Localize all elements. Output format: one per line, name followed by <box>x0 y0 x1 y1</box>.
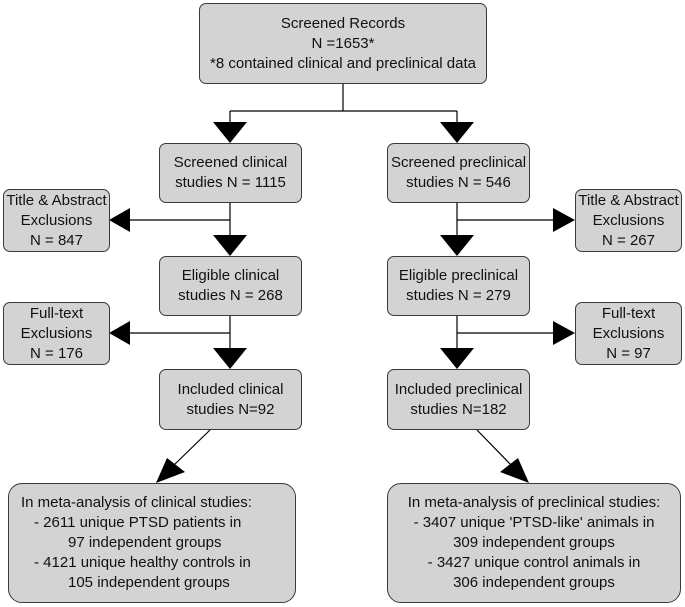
ta-excl-preclinical-line-1: Title & Abstract <box>578 191 679 209</box>
ta-excl-clinical-line-3: N = 847 <box>30 231 83 249</box>
fulltext-exclusions-clinical-box: Full-text Exclusions N = 176 <box>3 302 110 365</box>
meta-clinical-line-3: 97 independent groups <box>68 534 222 551</box>
meta-analysis-preclinical-box: In meta-analysis of preclinical studies:… <box>387 483 681 603</box>
arrowhead-screened-clinical <box>213 122 247 143</box>
screened-records-title: Screened Records <box>280 14 406 32</box>
ft-excl-preclinical-line-1: Full-text <box>601 304 656 322</box>
connector-clinical-3 <box>172 429 211 467</box>
meta-preclinical-line-2: - 3407 unique 'PTSD-like' animals in <box>413 514 655 531</box>
meta-clinical-line-4: - 4121 unique healthy controls in <box>34 554 251 571</box>
meta-clinical-line-1: In meta-analysis of clinical studies: <box>21 494 252 511</box>
included-preclinical-line-2: studies N=182 <box>410 400 507 418</box>
fulltext-exclusions-preclinical-box: Full-text Exclusions N = 97 <box>575 302 682 365</box>
arrowhead-fulltext-exclusions-clinical <box>109 321 130 345</box>
arrowhead-title-abstract-exclusions-preclinical <box>553 208 575 232</box>
arrowhead-meta-preclinical <box>500 458 529 483</box>
eligible-preclinical-box: Eligible preclinical studies N = 279 <box>387 256 530 316</box>
ft-excl-preclinical-line-2: Exclusions <box>592 324 665 342</box>
ta-excl-clinical-line-1: Title & Abstract <box>6 191 107 209</box>
title-abstract-exclusions-preclinical-box: Title & Abstract Exclusions N = 267 <box>575 189 682 252</box>
screened-records-note: *8 contained clinical and preclinical da… <box>209 54 476 72</box>
screened-clinical-line-1: Screened clinical <box>173 154 288 171</box>
screened-preclinical-box: Screened preclinical studies N = 546 <box>387 143 530 203</box>
screened-clinical-box: Screened clinical studies N = 1115 <box>159 143 302 203</box>
included-clinical-box: Included clinical studies N=92 <box>159 369 302 430</box>
meta-preclinical-line-4: - 3427 unique control animals in <box>427 554 641 571</box>
included-clinical-line-2: studies N=92 <box>186 400 275 418</box>
meta-preclinical-line-5: 306 independent groups <box>453 574 615 591</box>
arrowhead-eligible-clinical <box>213 235 247 256</box>
arrowhead-included-clinical <box>213 348 247 369</box>
ft-excl-preclinical-line-3: N = 97 <box>606 344 651 362</box>
meta-preclinical-line-1: In meta-analysis of preclinical studies: <box>407 494 661 511</box>
ft-excl-clinical-line-3: N = 176 <box>30 344 83 362</box>
ta-excl-clinical-line-2: Exclusions <box>20 211 93 229</box>
eligible-clinical-line-1: Eligible clinical <box>181 267 280 284</box>
title-abstract-exclusions-clinical-box: Title & Abstract Exclusions N = 847 <box>3 189 110 252</box>
screened-preclinical-line-2: studies N = 546 <box>406 174 511 191</box>
arrowhead-screened-preclinical <box>440 122 474 143</box>
ta-excl-preclinical-line-2: Exclusions <box>592 211 665 229</box>
eligible-clinical-line-2: studies N = 268 <box>178 287 283 304</box>
arrowhead-meta-clinical <box>156 458 185 483</box>
ft-excl-clinical-line-1: Full-text <box>29 304 84 322</box>
screened-records-count: N =1653* <box>311 34 375 52</box>
screened-preclinical-line-1: Screened preclinical <box>390 154 527 171</box>
included-preclinical-box: Included preclinical studies N=182 <box>387 369 530 430</box>
meta-clinical-line-2: - 2611 unique PTSD patients in <box>34 514 242 531</box>
eligible-preclinical-line-2: studies N = 279 <box>406 287 511 304</box>
screened-records-box: Screened Records N =1653* *8 contained c… <box>199 3 487 84</box>
connector-preclinical-3 <box>476 429 513 467</box>
arrowhead-fulltext-exclusions-preclinical <box>553 321 575 345</box>
ft-excl-clinical-line-2: Exclusions <box>20 324 93 342</box>
meta-preclinical-line-3: 309 independent groups <box>453 534 615 551</box>
meta-analysis-clinical-box: In meta-analysis of clinical studies: - … <box>8 483 296 603</box>
included-clinical-line-1: Included clinical <box>177 380 284 398</box>
screened-clinical-line-2: studies N = 1115 <box>175 174 286 191</box>
included-preclinical-line-1: Included preclinical <box>394 380 523 398</box>
ta-excl-preclinical-line-3: N = 267 <box>602 231 655 249</box>
arrowhead-title-abstract-exclusions-clinical <box>109 208 130 232</box>
eligible-clinical-box: Eligible clinical studies N = 268 <box>159 256 302 316</box>
arrowhead-eligible-preclinical <box>440 235 474 256</box>
arrowhead-included-preclinical <box>440 348 474 369</box>
meta-clinical-line-5: 105 independent groups <box>68 574 230 591</box>
eligible-preclinical-line-1: Eligible preclinical <box>398 267 519 284</box>
